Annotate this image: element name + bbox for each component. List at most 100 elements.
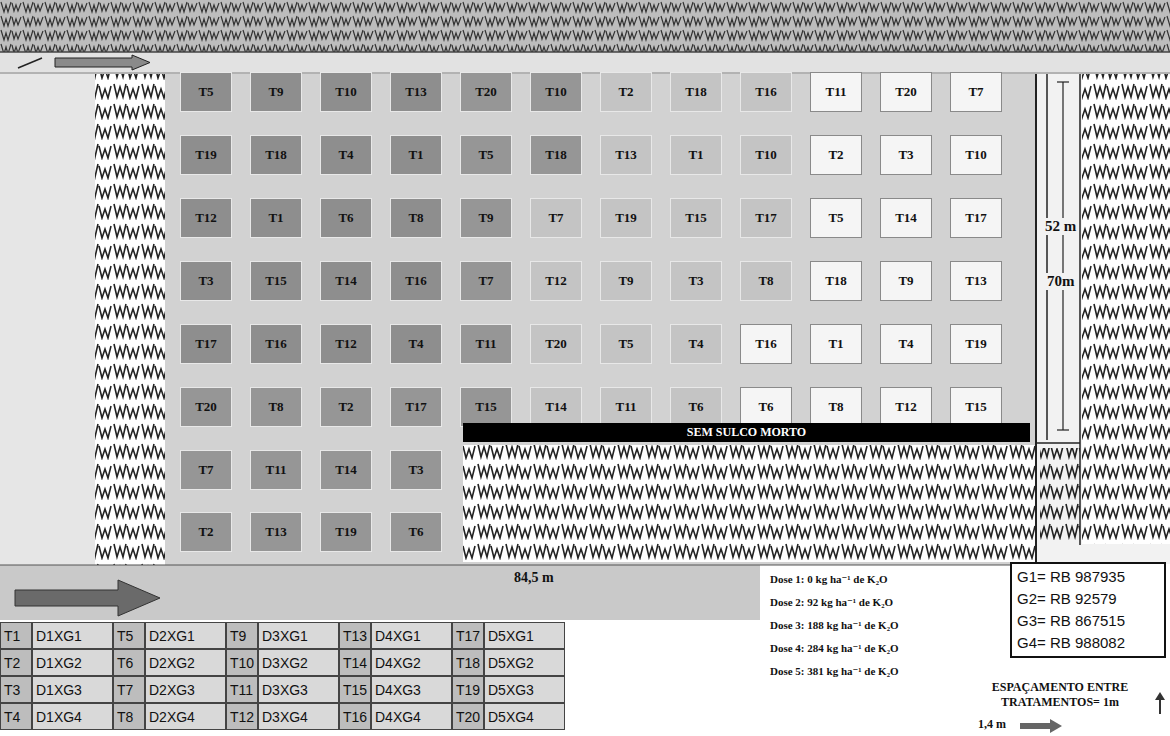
spacing-arrowhead [1050, 719, 1062, 733]
border-line [1079, 74, 1081, 545]
plot-label: T17 [405, 399, 427, 415]
plot-box: T2 [600, 72, 652, 112]
plot-box: T17 [950, 198, 1002, 238]
table-cell: D2XG1 [145, 622, 226, 649]
table-cell: D5XG4 [484, 703, 565, 730]
plot-box: T12 [320, 324, 372, 364]
table-cell: D5XG1 [484, 622, 565, 649]
plot-box: T2 [810, 135, 862, 175]
table-cell: D3XG1 [258, 622, 339, 649]
plot-label: T12 [895, 399, 917, 415]
plot-label: T14 [335, 462, 357, 478]
plot-box: T4 [880, 324, 932, 364]
plot-box: T17 [740, 198, 792, 238]
plot-label: T2 [618, 84, 633, 100]
table-cell: T9 [226, 622, 258, 649]
plot-box: T19 [180, 135, 232, 175]
plot-box: T11 [460, 324, 512, 364]
spacing-arrow [1159, 698, 1161, 714]
plot-box: T16 [740, 72, 792, 112]
plot-box: T3 [390, 450, 442, 490]
plot-box: T8 [740, 261, 792, 301]
road-mark [18, 58, 42, 68]
table-cell: T19 [452, 676, 484, 703]
plot-box: T8 [390, 198, 442, 238]
plot-box: T1 [390, 135, 442, 175]
plot-label: T2 [828, 147, 843, 163]
plot-label: T11 [266, 462, 287, 478]
table-cell: D3XG4 [258, 703, 339, 730]
plot-label: T19 [195, 147, 217, 163]
vegetation-strip [1082, 74, 1170, 544]
plot-box: T7 [950, 72, 1002, 112]
plot-box: T5 [460, 135, 512, 175]
plot-label: T1 [268, 210, 283, 226]
road [0, 565, 760, 620]
plot-label: T20 [545, 336, 567, 352]
plot-label: T12 [545, 273, 567, 289]
plot-box: T6 [740, 387, 792, 427]
plot-label: T3 [198, 273, 213, 289]
plot-label: T4 [408, 336, 423, 352]
plot-label: T15 [685, 210, 707, 226]
plot-label: T5 [618, 336, 633, 352]
plot-box: T1 [670, 135, 722, 175]
vegetation-block [463, 445, 1035, 562]
plot-label: T14 [895, 210, 917, 226]
plot-label: T1 [828, 336, 843, 352]
plot-label: T5 [828, 210, 843, 226]
spacing-arrow [1020, 723, 1050, 729]
table-cell: T4 [0, 703, 32, 730]
plot-box: T15 [460, 387, 512, 427]
plot-label: T2 [338, 399, 353, 415]
plot-label: T17 [195, 336, 217, 352]
table-cell: T12 [226, 703, 258, 730]
road [0, 52, 1170, 72]
spacing-note: 1,4 m [976, 717, 1008, 732]
table-cell: T16 [339, 703, 371, 730]
vegetation-texture [463, 445, 1035, 562]
vegetation-band [0, 0, 1170, 52]
plot-label: T13 [265, 524, 287, 540]
plot-box: T14 [530, 387, 582, 427]
table-cell: D2XG3 [145, 676, 226, 703]
plot-box: T15 [670, 198, 722, 238]
plot-label: T6 [338, 210, 353, 226]
table-cell: D4XG3 [371, 676, 452, 703]
vegetation-texture [95, 74, 165, 565]
plot-label: T3 [898, 147, 913, 163]
plot-box: T13 [250, 512, 302, 552]
plot-box: T20 [460, 72, 512, 112]
plot-box: T10 [950, 135, 1002, 175]
table-cell: T10 [226, 649, 258, 676]
plot-box: T12 [880, 387, 932, 427]
plot-label: T6 [408, 524, 423, 540]
plot-label: T8 [758, 273, 773, 289]
plot-label: T19 [335, 524, 357, 540]
plot-box: T2 [320, 387, 372, 427]
table-cell: D5XG3 [484, 676, 565, 703]
dimension-line [1062, 82, 1063, 430]
plot-label: T15 [475, 399, 497, 415]
plot-label: T10 [545, 84, 567, 100]
plot-label: T8 [268, 399, 283, 415]
plot-box: T14 [880, 198, 932, 238]
plot-box: T18 [530, 135, 582, 175]
plot-box: T6 [390, 512, 442, 552]
plot-label: T4 [898, 336, 913, 352]
table-cell: T11 [226, 676, 258, 703]
plot-label: T16 [405, 273, 427, 289]
plot-box: T3 [180, 261, 232, 301]
variety-label: G2= RB 92579 [1017, 588, 1159, 610]
table-cell: T13 [339, 622, 371, 649]
field-area [165, 74, 1035, 565]
plot-label: T10 [755, 147, 777, 163]
plot-label: T15 [965, 399, 987, 415]
variety-label: G3= RB 867515 [1017, 610, 1159, 632]
plot-box: T13 [600, 135, 652, 175]
variety-label: G1= RB 987935 [1017, 566, 1159, 588]
border-line [1036, 442, 1080, 444]
plot-label: T1 [408, 147, 423, 163]
plot-box: T2 [180, 512, 232, 552]
table-cell: D3XG3 [258, 676, 339, 703]
